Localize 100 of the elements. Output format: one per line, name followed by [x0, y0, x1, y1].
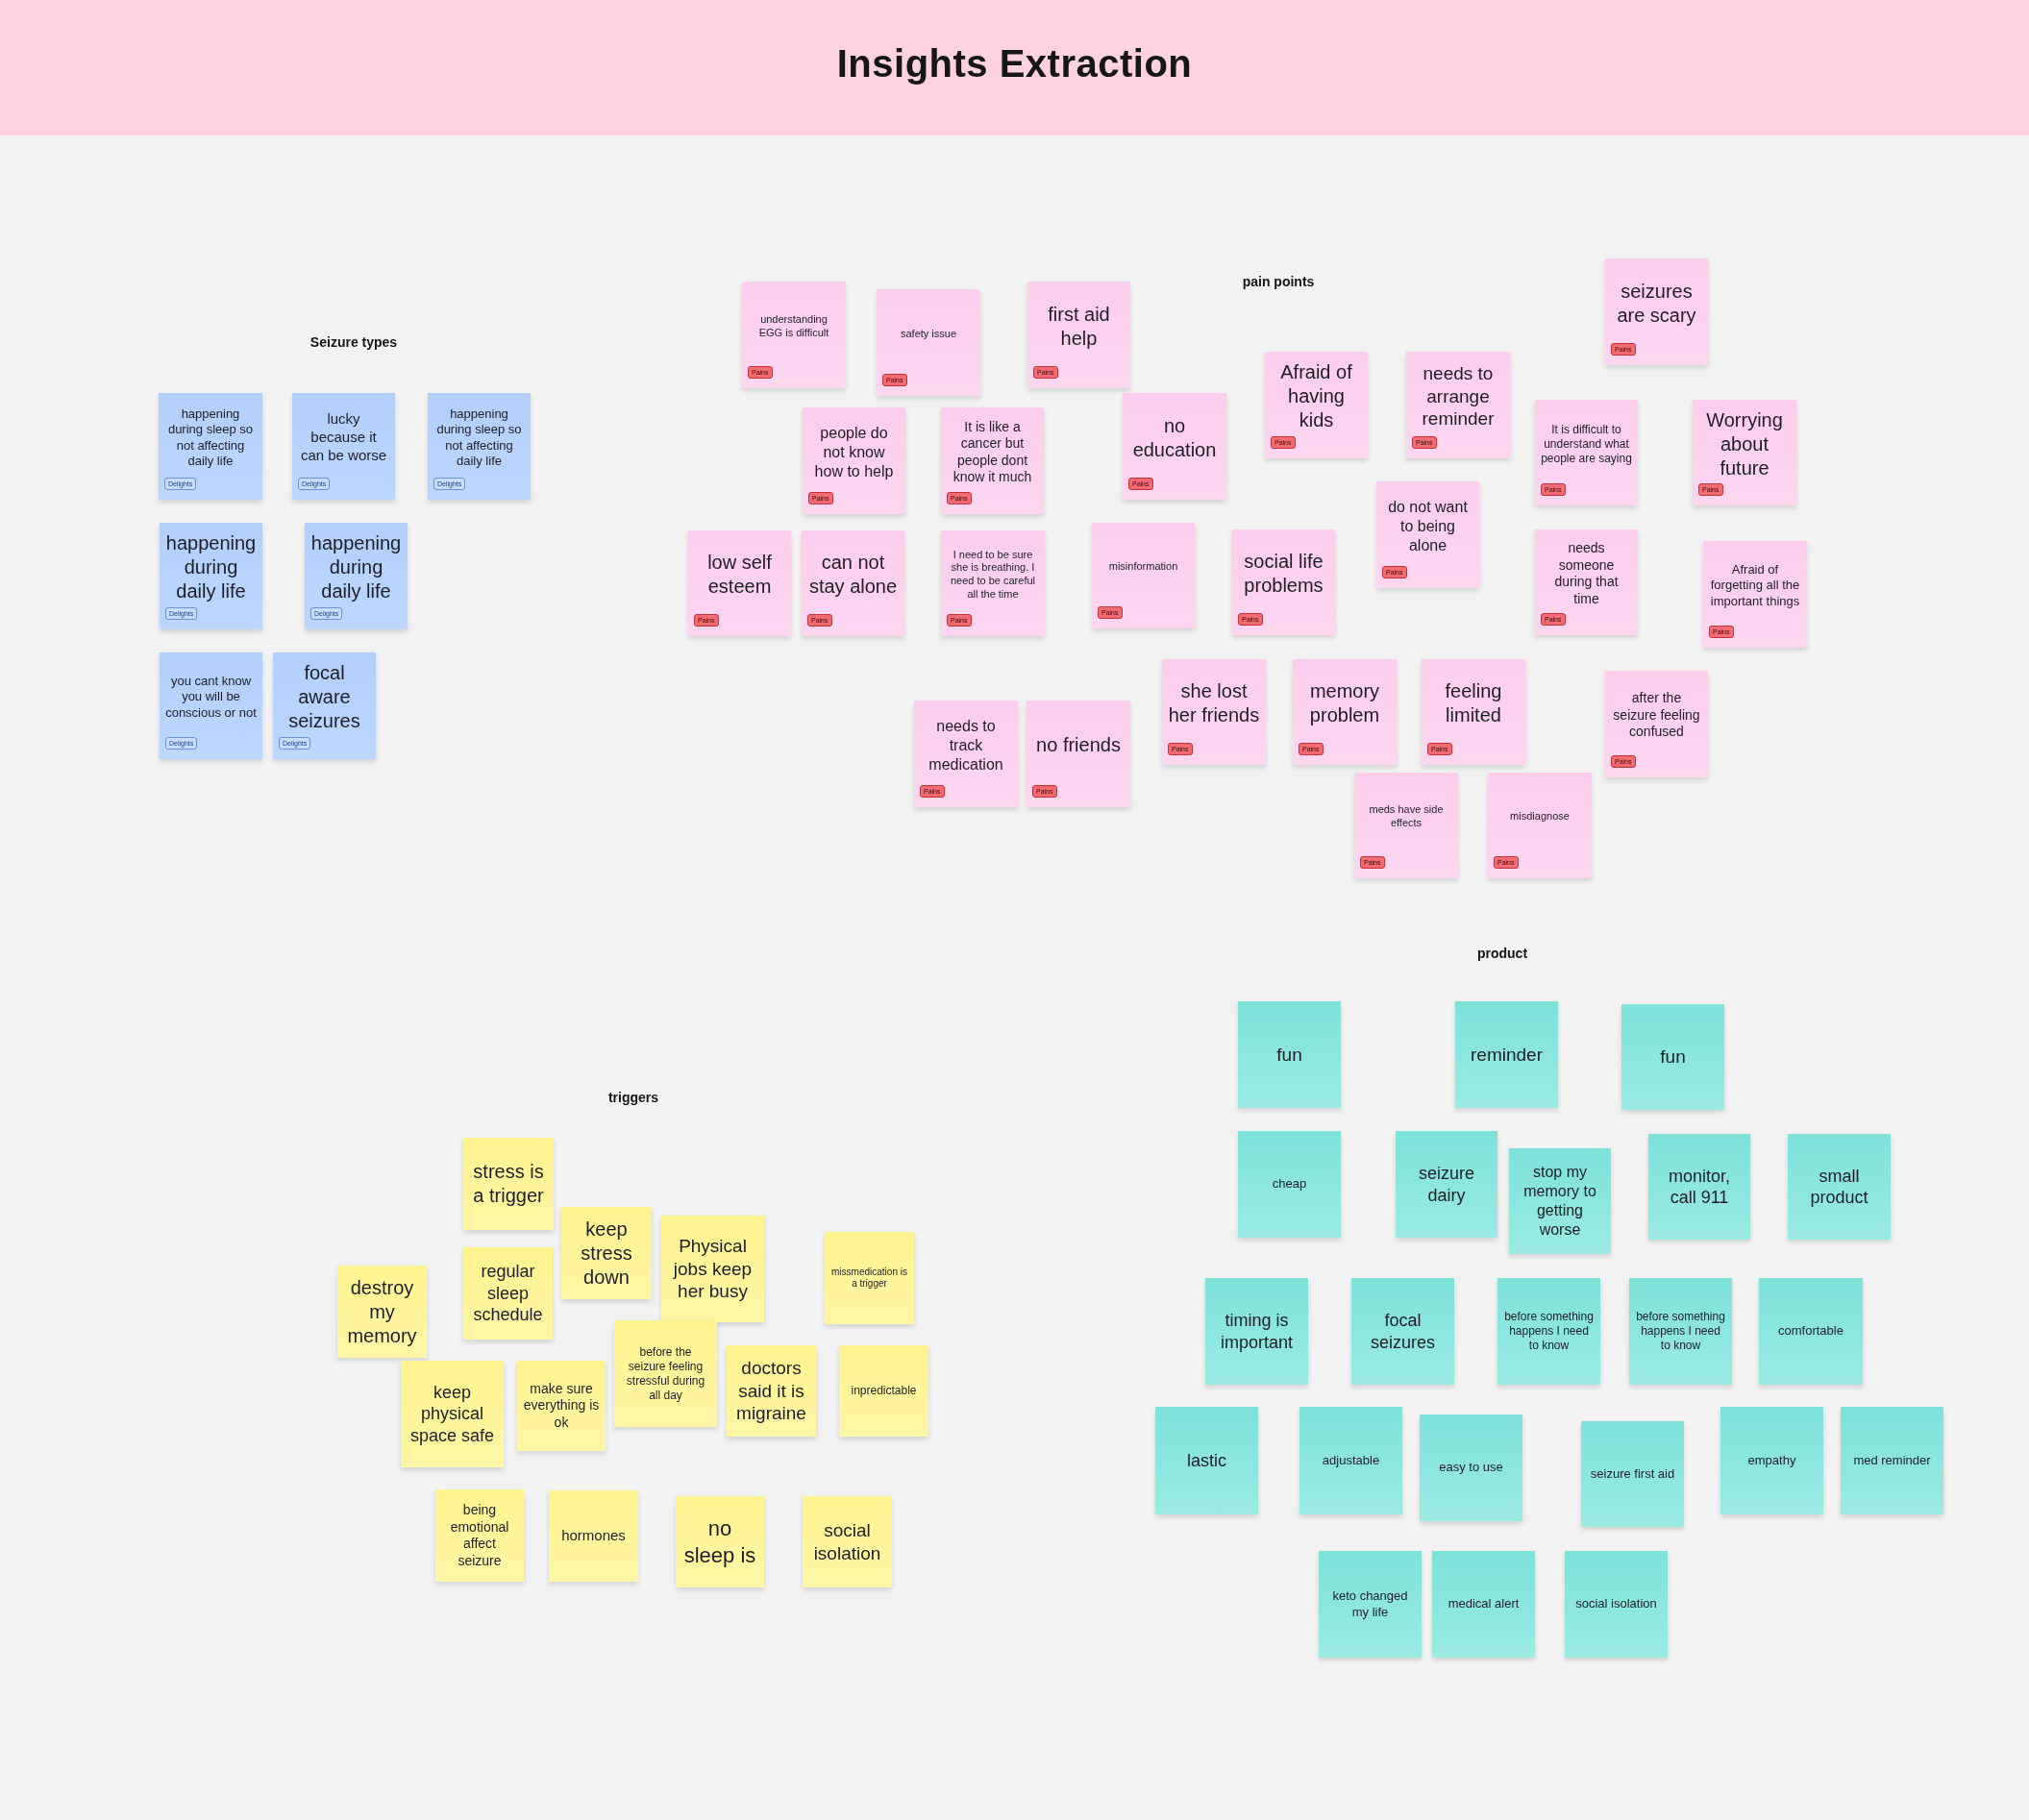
- sticky-note: [802, 530, 904, 636]
- sticky-note: [1205, 1278, 1308, 1385]
- note-text: monitor, call 911: [1668, 1165, 1731, 1209]
- note-text: timing is important: [1219, 1310, 1294, 1353]
- note-text: fun: [1660, 1045, 1686, 1069]
- note-text: easy to use: [1439, 1460, 1503, 1476]
- sticky-note: [401, 1361, 504, 1467]
- note-text: no friends: [1036, 733, 1121, 757]
- section-heading: product: [1476, 946, 1528, 961]
- sticky-note: [549, 1490, 638, 1582]
- sticky-note: [1648, 1134, 1750, 1240]
- note-text: I need to be sure she is breathing. I need to be careful all the time: [949, 548, 1037, 602]
- note-text: you cant know you will be conscious or not: [165, 674, 257, 721]
- note-text: social isolation: [812, 1518, 882, 1565]
- note-text: regular sleep schedule: [472, 1261, 544, 1326]
- note-text: do not want to being alone: [1387, 497, 1469, 555]
- sticky-note: [159, 393, 262, 500]
- sticky-note: [1621, 1004, 1724, 1110]
- sticky-note: [160, 652, 262, 759]
- sticky-note: [1841, 1407, 1943, 1514]
- section-heading: triggers: [607, 1090, 659, 1105]
- sticky-note: [1354, 773, 1458, 878]
- note-text: misinformation: [1108, 560, 1178, 574]
- sticky-note: [1319, 1551, 1422, 1658]
- note-text: needs to arrange reminder: [1421, 361, 1496, 431]
- note-text: It is difficult to understand what people are saying: [1541, 422, 1632, 466]
- sticky-note: [1420, 1414, 1522, 1521]
- sticky-note: [877, 289, 980, 396]
- note-text: Physical jobs keep her busy: [672, 1234, 754, 1304]
- note-text: It is like a cancer but people dont know it much: [952, 418, 1033, 486]
- sticky-note: [803, 1496, 892, 1587]
- note-text: misdiagnose: [1510, 810, 1570, 824]
- note-text: seizure dairy: [1418, 1163, 1475, 1206]
- sticky-note: [1027, 282, 1130, 388]
- sticky-note: [1155, 1407, 1258, 1514]
- sticky-note: [1432, 1551, 1535, 1658]
- note-text: lucky because it can be worse: [299, 410, 388, 465]
- sticky-note: [1293, 659, 1397, 765]
- note-text: Worrying about future: [1705, 407, 1784, 480]
- sticky-note: [803, 407, 905, 514]
- note-text: seizure first aid: [1590, 1465, 1675, 1483]
- sticky-note: [1788, 1134, 1891, 1240]
- note-text: happening during sleep so not affecting daily life: [166, 406, 255, 469]
- sticky-note: [337, 1266, 427, 1358]
- sticky-note: [1488, 773, 1592, 878]
- sticky-note: [1027, 701, 1130, 807]
- note-text: understanding EGG is difficult: [757, 312, 830, 340]
- sticky-note: [1605, 258, 1708, 365]
- sticky-note: [1092, 523, 1195, 628]
- note-text: happening during daily life: [310, 531, 402, 603]
- sticky-note: [1629, 1278, 1732, 1385]
- sticky-note: [1351, 1278, 1454, 1385]
- sticky-note: [463, 1138, 554, 1230]
- sticky-note: [1396, 1131, 1497, 1238]
- note-text: small product: [1809, 1165, 1869, 1209]
- sticky-note: [941, 407, 1044, 514]
- section-heading: pain points: [1242, 274, 1315, 289]
- note-text: happening during daily life: [165, 531, 257, 603]
- sticky-note: [914, 701, 1018, 807]
- note-text: focal seizures: [1370, 1310, 1436, 1353]
- note-text: comfortable: [1778, 1323, 1843, 1340]
- note-text: med reminder: [1853, 1452, 1931, 1469]
- note-text: feeling limited: [1444, 679, 1503, 727]
- sticky-note: [1232, 529, 1335, 635]
- sticky-note: [1265, 352, 1368, 458]
- sticky-note: [941, 530, 1045, 636]
- note-text: Afraid of forgetting all the important things: [1709, 562, 1801, 609]
- sticky-note: [1455, 1001, 1558, 1108]
- note-text: adjustable: [1322, 1452, 1380, 1469]
- note-text: inpredictable: [851, 1384, 917, 1398]
- note-text: focal aware seizures: [287, 661, 361, 733]
- note-text: fun: [1276, 1043, 1302, 1067]
- note-text: needs to track medication: [928, 716, 1004, 775]
- note-text: people do not know how to help: [813, 423, 895, 481]
- sticky-note: [1406, 352, 1510, 458]
- sticky-note: [1535, 400, 1638, 505]
- sticky-note: [1497, 1278, 1600, 1385]
- sticky-note: [1720, 1407, 1823, 1514]
- note-text: before something happens I need to know: [1635, 1310, 1726, 1353]
- title: Insights Extraction: [836, 42, 1193, 86]
- note-text: reminder: [1471, 1043, 1543, 1067]
- note-text: stress is a trigger: [472, 1160, 545, 1208]
- sticky-note: [825, 1232, 914, 1324]
- note-text: happening during sleep so not affecting daily life: [435, 406, 523, 469]
- note-text: being emotional affect seizure: [449, 1502, 510, 1569]
- note-text: missmedication is a trigger: [830, 1266, 908, 1291]
- note-text: seizures are scary: [1616, 279, 1697, 328]
- note-text: no sleep is: [682, 1515, 757, 1568]
- sticky-note: [561, 1207, 652, 1299]
- sticky-note: [742, 282, 846, 388]
- note-text: after the seizure feeling confused: [1612, 690, 1701, 741]
- note-text: empathy: [1747, 1452, 1796, 1469]
- note-text: needs someone during that time: [1553, 540, 1620, 607]
- sticky-note: [839, 1345, 928, 1437]
- sticky-note: [1162, 659, 1266, 765]
- note-text: social life problems: [1243, 550, 1324, 598]
- note-text: keep stress down: [580, 1217, 633, 1290]
- note-text: make sure everything is ok: [523, 1380, 600, 1432]
- sticky-note: [614, 1320, 717, 1427]
- note-text: medical alert: [1448, 1596, 1520, 1612]
